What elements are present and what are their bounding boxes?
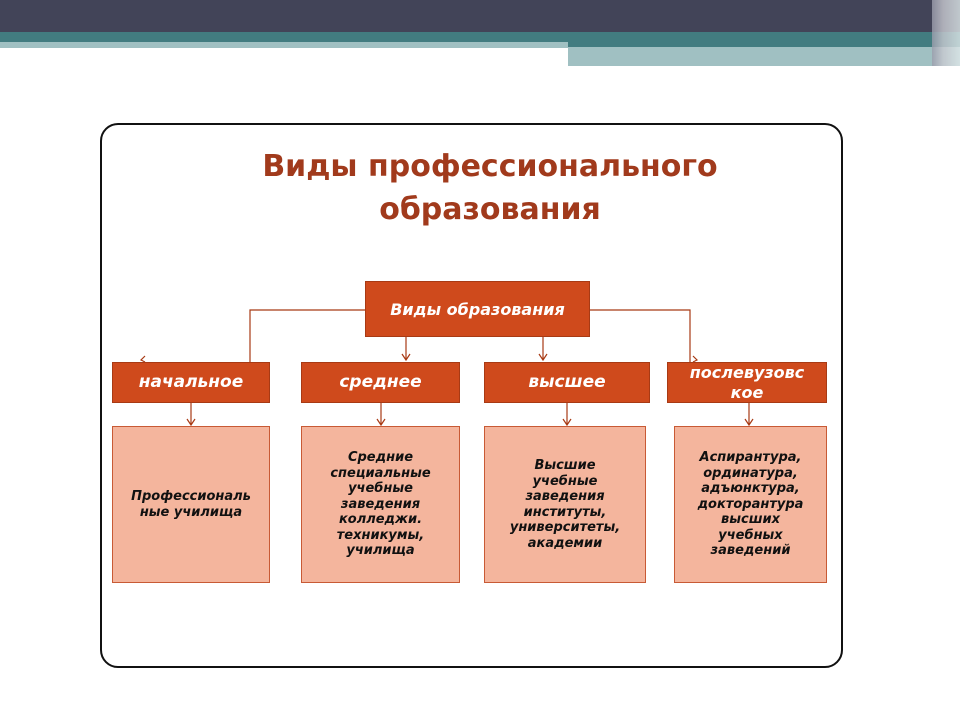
root-box: Виды образования	[365, 281, 590, 337]
slide-title-line1: Виды профессионального	[262, 149, 718, 184]
level-box-higher: высшее	[484, 362, 650, 403]
arrow-root-to-secondary	[401, 337, 411, 362]
arrow-secondary-detail	[376, 403, 386, 427]
detail-box-higher: Высшие учебные заведения институты, унив…	[484, 426, 646, 583]
arrow-primary-detail	[186, 403, 196, 427]
level-label: среднее	[339, 372, 422, 392]
detail-box-primary: Профессиональ ные училища	[112, 426, 270, 583]
slide-title-line2: образования	[379, 192, 601, 227]
detail-text: Аспирантура, ординатура, адъюнктура, док…	[697, 450, 804, 559]
level-box-postgraduate: послевузовс кое	[667, 362, 827, 403]
arrow-higher-detail	[562, 403, 572, 427]
arrow-postgrad-detail	[744, 403, 754, 427]
level-label: высшее	[528, 372, 606, 392]
connector-right	[590, 309, 691, 362]
level-label: начальное	[138, 372, 244, 392]
arrow-left-tick	[139, 355, 146, 363]
detail-text: Высшие учебные заведения институты, унив…	[509, 458, 621, 551]
connector-left	[249, 309, 365, 362]
header-edge-decoration	[932, 0, 960, 66]
header-accent-block	[568, 47, 960, 66]
detail-text: Профессиональ ные училища	[131, 489, 251, 520]
level-box-secondary: среднее	[301, 362, 460, 403]
detail-text: Средние специальные учебные заведения ко…	[330, 450, 431, 559]
detail-box-secondary: Средние специальные учебные заведения ко…	[301, 426, 460, 583]
header-accent-strip	[0, 42, 568, 48]
detail-box-postgraduate: Аспирантура, ординатура, адъюнктура, док…	[674, 426, 827, 583]
root-label: Виды образования	[390, 299, 565, 319]
header-bar	[0, 0, 960, 32]
diagram-frame	[100, 123, 843, 668]
level-box-primary: начальное	[112, 362, 270, 403]
level-label: послевузовс кое	[689, 362, 805, 402]
arrow-right-tick	[692, 355, 699, 363]
slide-title: Виды профессионального образования	[160, 145, 820, 231]
arrow-root-to-higher	[538, 337, 548, 362]
